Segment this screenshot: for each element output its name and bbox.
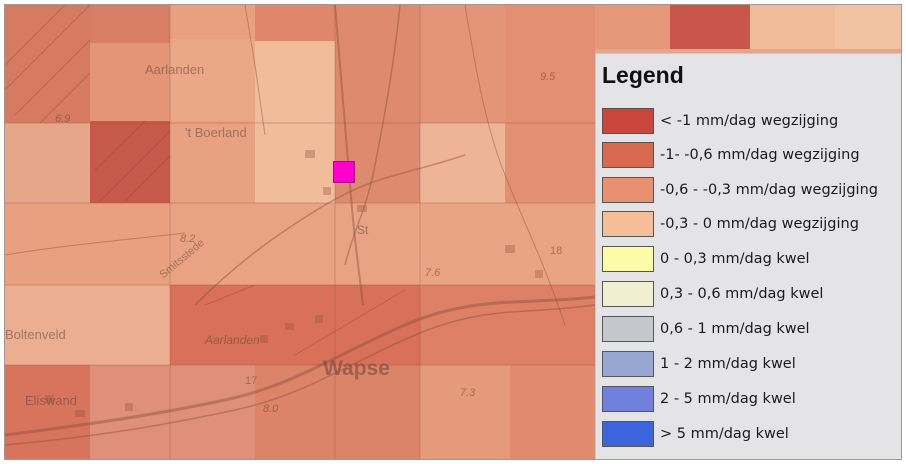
legend-label: 0,3 - 0,6 mm/dag kwel <box>660 286 824 302</box>
raster-cell <box>255 365 420 459</box>
legend-label: 0 - 0,3 mm/dag kwel <box>660 251 810 267</box>
map-label-height: 9.5 <box>540 71 556 83</box>
legend-panel: Legend < -1 mm/dag wegzijging -1- -0,6 m… <box>595 53 901 459</box>
topo-lines <box>5 5 596 459</box>
legend-title: Legend <box>602 62 684 88</box>
legend-label: 1 - 2 mm/dag kwel <box>660 356 796 372</box>
legend-label: < -1 mm/dag wegzijging <box>660 113 839 129</box>
raster-cell <box>5 365 90 459</box>
map-label-aarlanden: Aarlanden <box>205 333 260 347</box>
raster-cell <box>90 43 170 121</box>
legend-label: > 5 mm/dag kwel <box>660 426 789 442</box>
raster-cell <box>170 203 420 285</box>
map-label-church: St <box>357 223 369 237</box>
raster-cell <box>750 5 835 49</box>
legend-swatch <box>602 246 654 272</box>
map-label-eliswand: Eliswand <box>25 393 78 408</box>
raster-cell <box>170 5 255 39</box>
raster-cells <box>5 5 901 459</box>
raster-cell <box>5 285 170 365</box>
legend-item: 0 - 0,3 mm/dag kwel <box>602 244 810 274</box>
map-label-height: 8.2 <box>180 233 196 245</box>
map-label-hooglanden: Aarlanden <box>145 62 205 77</box>
map-label-height: 18 <box>550 245 563 257</box>
map-label-height: 7.6 <box>425 267 441 279</box>
selected-location-marker[interactable] <box>333 161 355 183</box>
raster-cell <box>5 203 170 285</box>
raster-cell <box>420 5 505 123</box>
legend-swatch <box>602 316 654 342</box>
map-label-height: 17 <box>245 375 258 387</box>
legend-swatch <box>602 177 654 203</box>
legend-label: -0,6 - -0,3 mm/dag wegzijging <box>660 182 878 198</box>
map-label-boerderland: 't Boerland <box>185 125 247 140</box>
raster-cell <box>90 121 170 203</box>
legend-item: 0,6 - 1 mm/dag kwel <box>602 314 810 344</box>
legend-item: 0,3 - 0,6 mm/dag kwel <box>602 279 823 309</box>
raster-cell <box>420 285 595 365</box>
raster-cell <box>90 365 255 459</box>
legend-label: 0,6 - 1 mm/dag kwel <box>660 321 810 337</box>
legend-swatch <box>602 142 654 168</box>
raster-cell <box>595 5 670 49</box>
map-label-wapse: Wapse <box>323 357 390 380</box>
legend-swatch <box>602 281 654 307</box>
buildings <box>45 150 543 417</box>
legend-item: -0,6 - -0,3 mm/dag wegzijging <box>602 175 878 205</box>
legend-item: < -1 mm/dag wegzijging <box>602 106 838 136</box>
map-label-height: 7.3 <box>460 387 476 399</box>
map-label-height: 8.0 <box>263 403 279 415</box>
raster-cell <box>255 5 335 41</box>
raster-cell <box>255 41 335 203</box>
raster-cell <box>170 39 255 121</box>
legend-item: -1- -0,6 mm/dag wegzijging <box>602 140 860 170</box>
raster-cell <box>5 5 90 123</box>
raster-cell <box>835 5 901 49</box>
raster-cell <box>420 203 595 285</box>
raster-cell <box>510 365 595 459</box>
legend-label: -0,3 - 0 mm/dag wegzijging <box>660 216 859 232</box>
raster-cell <box>420 365 510 459</box>
legend-swatch <box>602 351 654 377</box>
legend-swatch <box>602 386 654 412</box>
hatch-lines <box>5 5 406 356</box>
legend-label: -1- -0,6 mm/dag wegzijging <box>660 147 860 163</box>
legend-swatch <box>602 421 654 447</box>
legend-item: 2 - 5 mm/dag kwel <box>602 384 796 414</box>
raster-cell <box>420 123 505 203</box>
raster-cell <box>670 5 750 49</box>
map-viewport[interactable]: Aarlanden 't Boerland Wapse Aarlanden Sm… <box>4 4 902 460</box>
map-label-height: 6.9 <box>55 113 71 125</box>
legend-label: 2 - 5 mm/dag kwel <box>660 391 796 407</box>
legend-swatch <box>602 211 654 237</box>
legend-swatch <box>602 108 654 134</box>
raster-cell <box>505 5 595 203</box>
legend-item: > 5 mm/dag kwel <box>602 419 789 449</box>
raster-cell <box>90 5 170 43</box>
raster-cell <box>170 121 255 203</box>
legend-item: -0,3 - 0 mm/dag wegzijging <box>602 209 859 239</box>
raster-cell <box>170 285 420 365</box>
legend-item: 1 - 2 mm/dag kwel <box>602 349 796 379</box>
map-label-boltenveld: Boltenveld <box>5 327 66 342</box>
